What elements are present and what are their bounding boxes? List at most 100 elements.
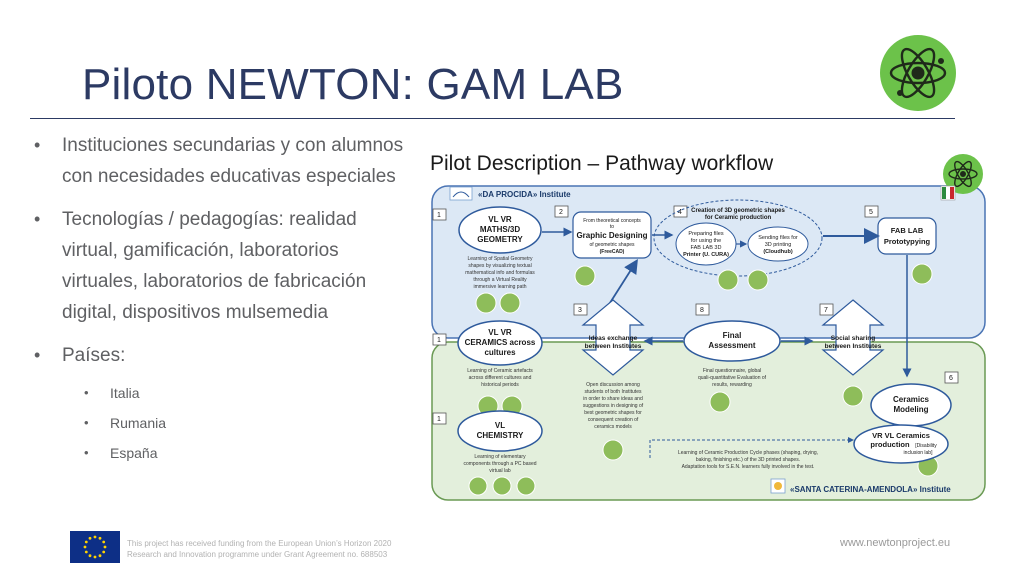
creation-3d-group [653, 199, 823, 277]
ceramics-modeling-line-2: Modeling [893, 405, 928, 414]
graphic-icon [574, 265, 596, 287]
vr-maths-line-3: GEOMETRY [477, 235, 523, 244]
social-sharing-arrow [821, 299, 885, 376]
vr-maths-desc-5: immersive learning path [473, 284, 526, 290]
vr-prod-line-3: [Disability [915, 443, 937, 449]
bottom-school-logo-icon [770, 478, 786, 494]
pathway-workflow-diagram: Pilot Description – Pathway workflow «DA… [430, 152, 986, 501]
maths-icon-b [499, 292, 521, 314]
vr-maths-desc-2: shapes by visualizing textual [468, 263, 531, 269]
step-number-8: 8 [700, 307, 704, 314]
step-number-5: 5 [869, 209, 873, 216]
ideas-desc-1: Open discussion among [586, 382, 640, 388]
ideas-desc-6: consequent creation of [588, 417, 639, 423]
bullet-institutions: Instituciones secundarias y con alumnos … [30, 130, 410, 192]
ideas-line-1: Ideas exchange [589, 335, 638, 342]
step-number-1a: 1 [437, 212, 441, 219]
preparing-line-2: for using the [691, 238, 721, 244]
funding-note-line-1: This project has received funding from t… [127, 539, 392, 548]
chemistry-icon-a [468, 476, 488, 496]
final-line-1: Final [723, 331, 742, 340]
top-school-logo-icon [449, 186, 473, 201]
sending-line-3: (Cloudhub) [763, 249, 792, 255]
page-title: Piloto NEWTON: GAM LAB [82, 60, 624, 109]
social-icon [842, 385, 864, 407]
fablab-box [877, 217, 937, 255]
bullet-countries: Países: [30, 340, 410, 371]
production-desc-3: Adaptation tools for S.E.N. learners ful… [682, 464, 815, 470]
vr-ceramics-line-2: CERAMICS across [465, 338, 536, 347]
step-number-2: 2 [559, 209, 563, 216]
step-number-1b: 1 [437, 337, 441, 344]
step-number-1c: 1 [437, 416, 441, 423]
chemistry-icon-b [492, 476, 512, 496]
country-spain: España [30, 443, 410, 463]
vr-ceramics-line-3: cultures [484, 348, 516, 357]
vr-maths-node [458, 206, 542, 254]
bottom-institute-label: «SANTA CATERINA-AMENDOLA» Institute [790, 485, 951, 494]
website-link[interactable]: www.newtonproject.eu [840, 537, 951, 549]
vr-ceramics-line-1: VL VR [488, 328, 512, 337]
final-desc-2: quali-quantitative Evaluation of [698, 375, 767, 381]
production-desc-2: baking, finishing etc.) of the 3D printe… [696, 457, 800, 463]
final-line-2: Assessment [708, 341, 755, 350]
small-atom-icon [943, 154, 983, 194]
vr-ceramics-desc-1: Learning of Ceramic artefacts [467, 368, 533, 374]
preparing-line-4: Printer (U. CURA) [683, 252, 729, 258]
final-icon [709, 391, 731, 413]
maths-icon-a [475, 292, 497, 314]
sending-icon [747, 269, 769, 291]
vr-ceramics-desc-2: across different cultures and [469, 375, 532, 381]
vr-ceramics-node [457, 320, 543, 366]
vr-ceramics-desc-3: historical periods [481, 382, 519, 388]
bullet-list: Instituciones secundarias y con alumnos … [30, 130, 410, 473]
vr-prod-line-2: production [870, 440, 910, 449]
final-desc-1: Final questionnaire, global [703, 368, 761, 374]
top-institute-label: «DA PROCIDA» Institute [478, 190, 571, 199]
ideas-line-2: between Institutes [585, 343, 642, 350]
sending-line-2: 3D printing [765, 242, 792, 248]
newton-atom-logo-icon [880, 35, 956, 111]
graphic-line-3: Graphic Designing [576, 231, 647, 240]
chemistry-desc-1: Learning of elementary [474, 454, 526, 460]
ideas-desc-5: best geometric shapes for [584, 410, 642, 416]
vr-maths-line-1: VL VR [488, 215, 512, 224]
social-line-2: between Institutes [825, 343, 882, 350]
chemistry-desc-3: virtual lab [489, 468, 511, 474]
fablab-line-1: FAB LAB [891, 226, 924, 235]
ceramics-modeling-line-1: Ceramics [893, 395, 930, 404]
vr-maths-desc-1: Learning of Spatial Geometry [467, 256, 533, 262]
graphic-line-1: From theoretical concepts [583, 218, 641, 224]
fablab-icon [911, 263, 933, 285]
title-divider [30, 118, 955, 119]
chemistry-node [457, 410, 543, 452]
ideas-desc-7: ceramics models [594, 424, 632, 430]
preparing-line-3: FAB LAB 3D [691, 245, 722, 251]
fablab-line-2: Prototypying [884, 237, 931, 246]
country-italy: Italia [30, 383, 410, 403]
funding-note-line-2: Research and Innovation programme under … [127, 550, 388, 559]
step-number-7: 7 [824, 307, 828, 314]
preparing-line-1: Preparing files [688, 231, 723, 237]
creation-line-2: for Ceramic production [705, 215, 772, 221]
top-right-flag-icon [940, 185, 956, 201]
dashed-production-connector [649, 437, 854, 458]
sending-files-node [747, 226, 809, 262]
eu-flag-icon [70, 531, 120, 563]
chemistry-desc-2: components through a PC based [463, 461, 536, 467]
chemistry-line-1: VL [495, 421, 505, 430]
ideas-icon [602, 439, 624, 461]
funding-note: This project has received funding from t… [127, 538, 427, 560]
ideas-desc-4: suggestions in designing of [583, 403, 644, 409]
chemistry-line-2: CHEMISTRY [477, 431, 524, 440]
chemistry-icon-c [516, 476, 536, 496]
vr-production-node [853, 424, 949, 464]
final-desc-3: results, rewarding [712, 382, 752, 388]
vr-maths-desc-4: through a Virtual Reality [473, 277, 527, 283]
arrow-ideas-to-graphic [607, 258, 638, 307]
vr-prod-line-1: VR VL Ceramics [872, 431, 930, 440]
production-desc-1: Learning of Ceramic Production Cycle pha… [678, 450, 818, 456]
country-romania: Rumania [30, 413, 410, 433]
graphic-line-5: (FreeCAD) [600, 249, 625, 255]
